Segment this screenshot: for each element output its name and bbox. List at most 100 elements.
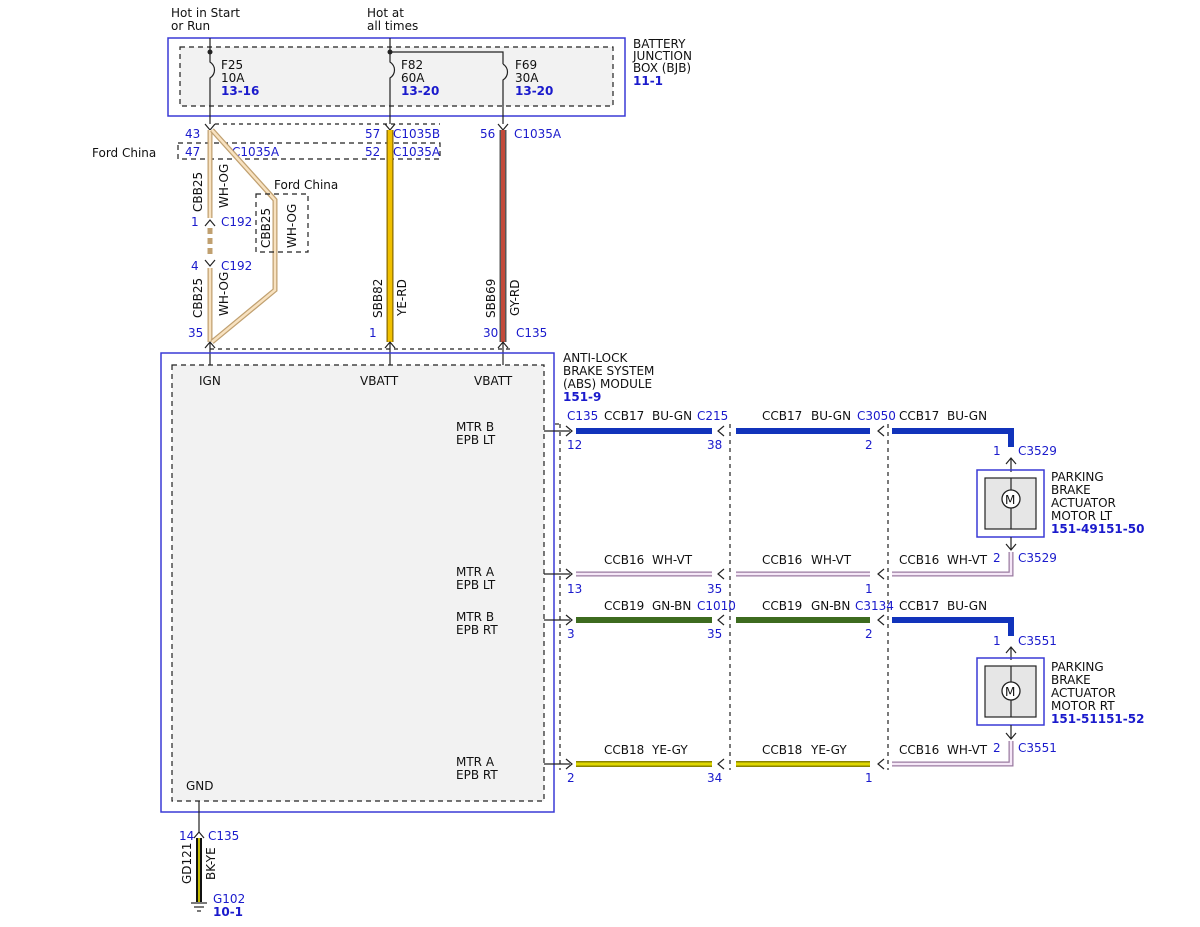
row2-seg1-circuit: CCB16 bbox=[604, 553, 644, 567]
bjb-ref[interactable]: 11-1 bbox=[633, 74, 663, 88]
row2-pin-1: 1 bbox=[865, 582, 873, 596]
row3-pin-3: 3 bbox=[567, 627, 575, 641]
row3-pin-label-2: EPB RT bbox=[456, 623, 498, 637]
pin-vb-1: 1 bbox=[369, 326, 377, 340]
row1-conn-c3529: C3529 bbox=[1018, 444, 1057, 458]
pin-vb-57: 57 bbox=[365, 127, 380, 141]
row4-pin-2: 2 bbox=[567, 771, 575, 785]
row4-pin-2-motor: 2 bbox=[993, 741, 1001, 755]
fuse-f25-ref[interactable]: 13-16 bbox=[221, 84, 259, 98]
row1-conn-c3050: C3050 bbox=[857, 409, 896, 423]
motor-lt-title-2: BRAKE bbox=[1051, 483, 1091, 497]
arrow-c192-up bbox=[204, 219, 216, 227]
row1-seg3-circuit: CCB17 bbox=[899, 409, 939, 423]
pin-gnd-14: 14 bbox=[179, 829, 194, 843]
row4-pin-label-2: EPB RT bbox=[456, 768, 498, 782]
row1-seg3-color: BU-GN bbox=[947, 409, 987, 423]
row4-arrow-c3551 bbox=[1005, 732, 1017, 740]
row4-pin-label-1: MTR A bbox=[456, 755, 495, 769]
row1-seg1-circuit: CCB17 bbox=[604, 409, 644, 423]
row4-seg3-circuit: CCB16 bbox=[899, 743, 939, 757]
row1-seg2-color: BU-GN bbox=[811, 409, 851, 423]
conn-c192-4: C192 bbox=[221, 259, 252, 273]
arrow-c1035a-56 bbox=[497, 123, 509, 131]
abs-ref[interactable]: 151-9 bbox=[563, 390, 601, 404]
source-all-times-line2: all times bbox=[367, 19, 418, 33]
row2-seg2-circuit: CCB16 bbox=[762, 553, 802, 567]
motor-rt-title-4: MOTOR RT bbox=[1051, 699, 1115, 713]
row3-arrow-c135 bbox=[565, 614, 573, 626]
conn-c1035b: C1035B bbox=[393, 127, 440, 141]
row2-pin-label-2: EPB LT bbox=[456, 578, 496, 592]
wire-bk-ye-label: BK-YE bbox=[204, 847, 218, 880]
arrow-c192-down bbox=[204, 259, 216, 267]
wire-gy-rd-label: GY-RD bbox=[508, 279, 522, 316]
ford-china-alt-box bbox=[255, 193, 309, 253]
row4-pin-34: 34 bbox=[707, 771, 722, 785]
row3-conn-c1010: C1010 bbox=[697, 599, 736, 613]
pin-gy-56: 56 bbox=[480, 127, 495, 141]
fuse-f69-amps: 30A bbox=[515, 71, 539, 85]
motor-rt-symbol: M bbox=[1005, 685, 1015, 699]
row1-seg2-circuit: CCB17 bbox=[762, 409, 802, 423]
motor-rt-title-1: PARKING bbox=[1051, 660, 1104, 674]
fuse-f82-ref[interactable]: 13-20 bbox=[401, 84, 439, 98]
motor-lt-title-1: PARKING bbox=[1051, 470, 1104, 484]
fuse-f69-symbol bbox=[502, 63, 509, 124]
wire-cbb25-label-top: CBB25 bbox=[191, 172, 205, 212]
row1-conn-c215: C215 bbox=[697, 409, 728, 423]
motor-rt-ref[interactable]: 151-51151-52 bbox=[1051, 712, 1144, 726]
row2-seg1-color: WH-VT bbox=[652, 553, 693, 567]
row4-seg3-color: WH-VT bbox=[947, 743, 988, 757]
row3-seg2-color: GN-BN bbox=[811, 599, 850, 613]
pin-vb-52: 52 bbox=[365, 145, 380, 159]
abs-title-2: BRAKE SYSTEM bbox=[563, 364, 654, 378]
ground-name: G102 bbox=[213, 892, 245, 906]
abs-title-1: ANTI-LOCK bbox=[563, 351, 628, 365]
row2-pin-13: 13 bbox=[567, 582, 582, 596]
pin-ign-4: 4 bbox=[191, 259, 199, 273]
row4-wires bbox=[576, 741, 1014, 767]
row1-pin-2: 2 bbox=[865, 438, 873, 452]
fuse-f82-symbol bbox=[389, 52, 396, 124]
row3-wires bbox=[576, 617, 1014, 636]
motor-lt-ref[interactable]: 151-49151-50 bbox=[1051, 522, 1144, 536]
row4-arrow-c3134 bbox=[877, 758, 885, 770]
row3-conn-c3134: C3134 bbox=[855, 599, 894, 613]
motor-lt-symbol: M bbox=[1005, 493, 1015, 507]
conn-c135-top: C135 bbox=[516, 326, 547, 340]
row3-pin-label-1: MTR B bbox=[456, 610, 494, 624]
fuse-f69-name: F69 bbox=[515, 58, 537, 72]
row4-arrow-c1010 bbox=[717, 758, 725, 770]
bjb-title-1: BATTERY bbox=[633, 37, 686, 51]
fuse-f69-ref[interactable]: 13-20 bbox=[515, 84, 553, 98]
ground-ref[interactable]: 10-1 bbox=[213, 905, 243, 919]
conn-c135-gnd: C135 bbox=[208, 829, 239, 843]
row1-wires bbox=[576, 428, 1014, 447]
row4-seg2-circuit: CCB18 bbox=[762, 743, 802, 757]
wire-gd121-label: GD121 bbox=[180, 843, 194, 884]
row2-seg2-color: WH-VT bbox=[811, 553, 852, 567]
conn-c192-1: C192 bbox=[221, 215, 252, 229]
gnd-arrow bbox=[193, 831, 205, 839]
conn-c1035a-gy: C1035A bbox=[514, 127, 562, 141]
abs-pin-gnd: GND bbox=[186, 779, 214, 793]
row3-seg2-circuit: CCB19 bbox=[762, 599, 802, 613]
row2-pin-label-1: MTR A bbox=[456, 565, 495, 579]
motor-lt-symbol-circle bbox=[1001, 489, 1021, 509]
motor-lt-title-4: MOTOR LT bbox=[1051, 509, 1113, 523]
wire-ye-rd-label: YE-RD bbox=[395, 279, 409, 317]
row1-pin-1: 1 bbox=[993, 444, 1001, 458]
feed-f69 bbox=[390, 51, 504, 64]
row1-pin-38: 38 bbox=[707, 438, 722, 452]
wire-cbb25-label-alt: CBB25 bbox=[259, 208, 273, 248]
row3-arrow-c3134 bbox=[877, 614, 885, 626]
row3-seg3-circuit: CCB17 bbox=[899, 599, 939, 613]
ford-china-label-2: Ford China bbox=[274, 178, 338, 192]
wire-cbb25-label-bottom: CBB25 bbox=[191, 278, 205, 318]
row2-arrow-c215 bbox=[717, 568, 725, 580]
source-start-run-line2: or Run bbox=[171, 19, 210, 33]
bjb-title-3: BOX (BJB) bbox=[633, 61, 691, 75]
wire-sbb69-label: SBB69 bbox=[484, 279, 498, 318]
row1-seg1-color: BU-GN bbox=[652, 409, 692, 423]
